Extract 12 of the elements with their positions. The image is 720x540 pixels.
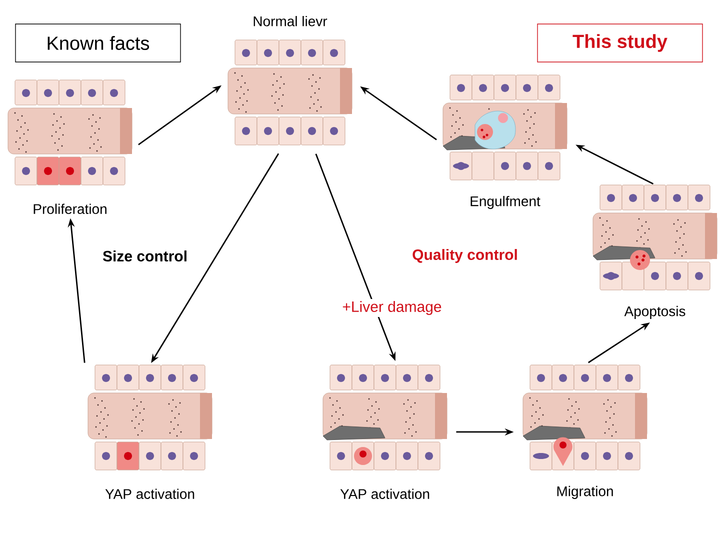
section-label: Size control: [102, 250, 186, 262]
heading-box: This study: [537, 24, 703, 62]
edge-label: +Liver damage: [340, 299, 444, 317]
stage-label: Normal lievr: [254, 16, 328, 26]
section-label: Quality control: [412, 249, 517, 263]
stage-label: YAP activation: [340, 488, 430, 499]
stage-label: Proliferation: [34, 204, 106, 214]
stage-label: Migration: [557, 486, 613, 499]
stage-label: Apoptosis: [624, 306, 686, 319]
stage-label: YAP activation: [105, 488, 194, 499]
heading-box: Known facts: [15, 24, 181, 62]
stage-label: Engulfment: [470, 196, 540, 209]
